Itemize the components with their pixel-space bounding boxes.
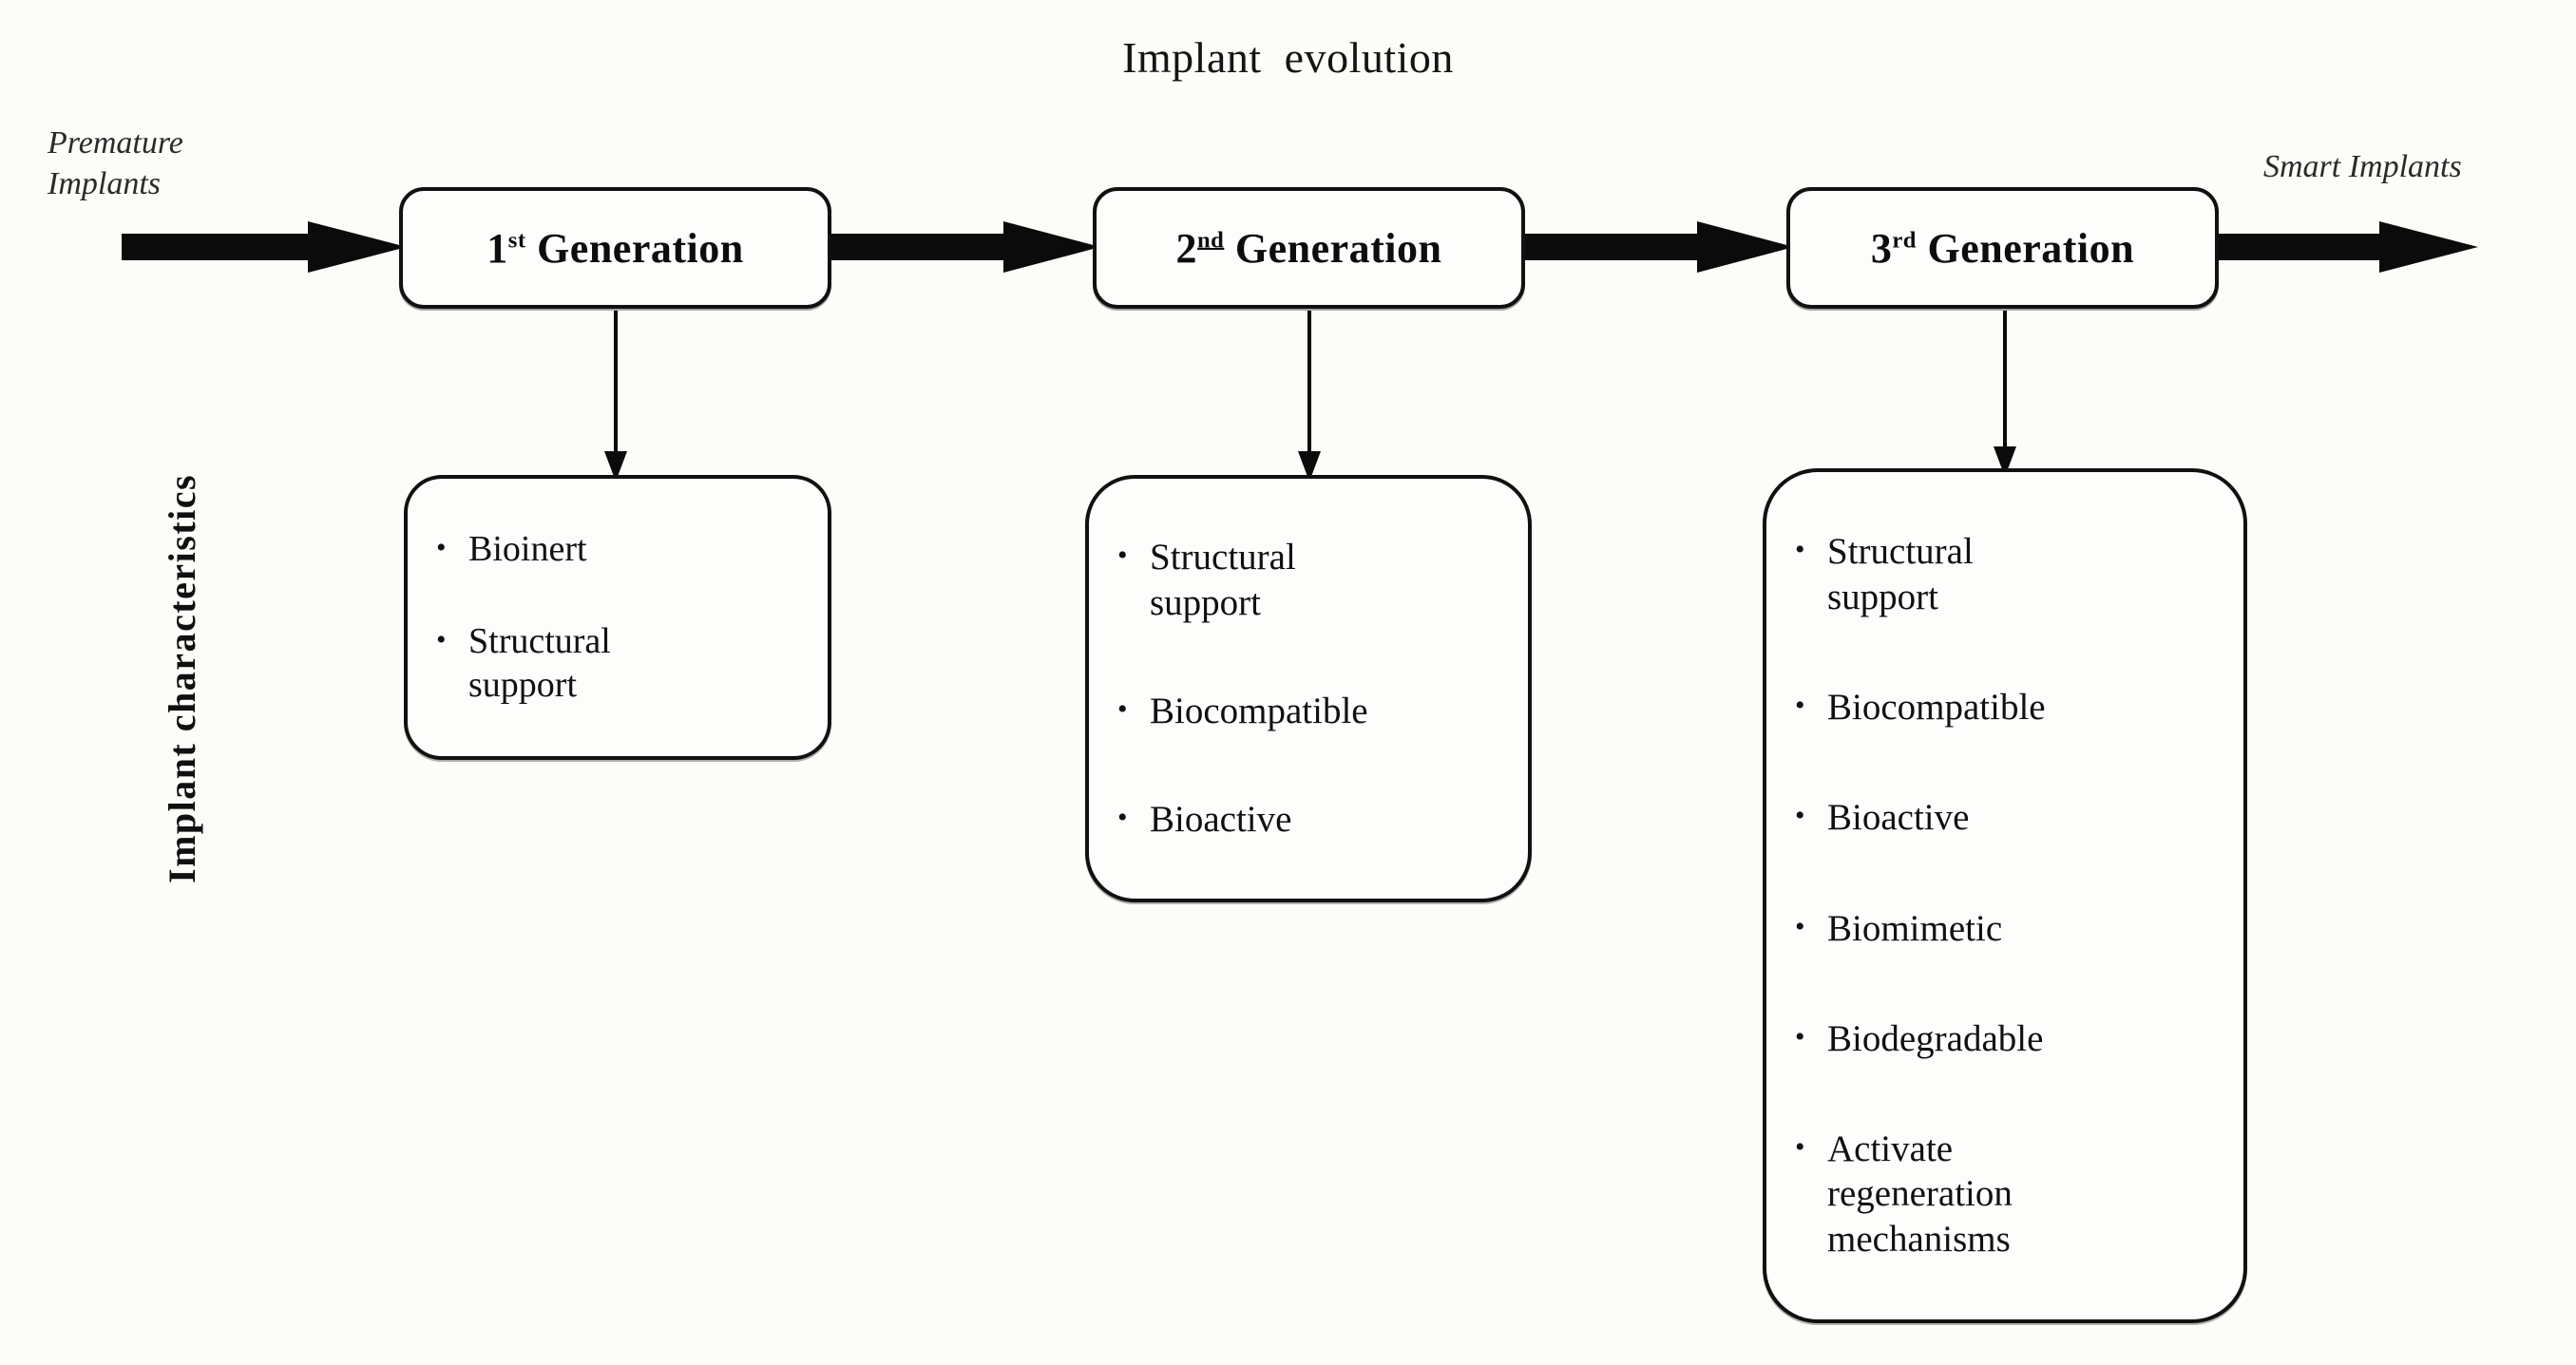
list-item-label: Biocompatible (1827, 687, 2046, 729)
arrow-right-icon (1518, 221, 1794, 273)
list-item-label: Biodegradable (1827, 1017, 2044, 1059)
block-arrow-gen3-to-smart-implants (2212, 221, 2478, 273)
arrow-right-icon (2212, 221, 2478, 273)
bullet-icon: • (1117, 540, 1128, 572)
list-item: • Biocompatible (1795, 685, 2221, 730)
smart-implants-caption: Smart Implants (2263, 149, 2462, 184)
block-arrow-into-gen1 (122, 221, 407, 273)
block-arrow-gen1-to-gen2 (825, 221, 1100, 273)
bullet-icon: • (1117, 693, 1128, 725)
generation-label-3: 3rd Generation (1870, 224, 2135, 272)
bullet-icon: • (1795, 1130, 1805, 1163)
connector-arrow-gen1 (597, 311, 635, 482)
bullet-icon: • (1795, 690, 1805, 722)
arrow-down-icon (1298, 311, 1321, 482)
bullet-icon: • (436, 624, 447, 656)
list-item: • Biodegradable (1795, 1016, 2221, 1062)
bullet-icon: • (1795, 534, 1805, 566)
list-item-label: Biocompatible (1150, 691, 1368, 731)
list-item: • Bioactive (1795, 795, 2221, 841)
bullet-icon: • (1795, 1020, 1805, 1052)
generation-box-1[interactable]: 1st Generation (399, 187, 831, 309)
bullet-icon: • (1795, 910, 1805, 942)
block-arrow-gen2-to-gen3 (1518, 221, 1794, 273)
list-item: • Bioactive (1117, 797, 1505, 843)
list-item-label: Bioinert (468, 529, 587, 570)
implant-characteristics-axis-label: Implant characteristics (161, 473, 203, 883)
bullet-icon: • (1117, 802, 1128, 834)
page-title: Implant evolution (1122, 33, 1454, 82)
generation-label-1: 1st Generation (487, 224, 744, 272)
list-item: • Biomimetic (1795, 906, 2221, 952)
connector-arrow-gen2 (1290, 311, 1328, 482)
arrow-right-icon (825, 221, 1100, 273)
generation-label-2: 2nd Generation (1175, 224, 1442, 272)
arrow-right-icon (122, 221, 407, 273)
list-item-label: Bioactive (1827, 797, 1970, 839)
list-item-label: Bioactive (1150, 799, 1292, 841)
list-item-label: Biomimetic (1827, 907, 2003, 949)
generation-box-3[interactable]: 3rd Generation (1786, 187, 2219, 309)
bullet-icon: • (436, 532, 447, 564)
arrow-down-icon (1994, 311, 2016, 477)
connector-arrow-gen3 (1986, 311, 2024, 477)
bullet-icon: • (1795, 800, 1805, 832)
list-item: • Biocompatible (1117, 689, 1505, 734)
list-item: • Bioinert (436, 527, 805, 571)
arrow-down-icon (604, 311, 627, 482)
generation-box-2[interactable]: 2nd Generation (1093, 187, 1525, 309)
premature-implants-caption: Premature Implants (48, 125, 183, 201)
